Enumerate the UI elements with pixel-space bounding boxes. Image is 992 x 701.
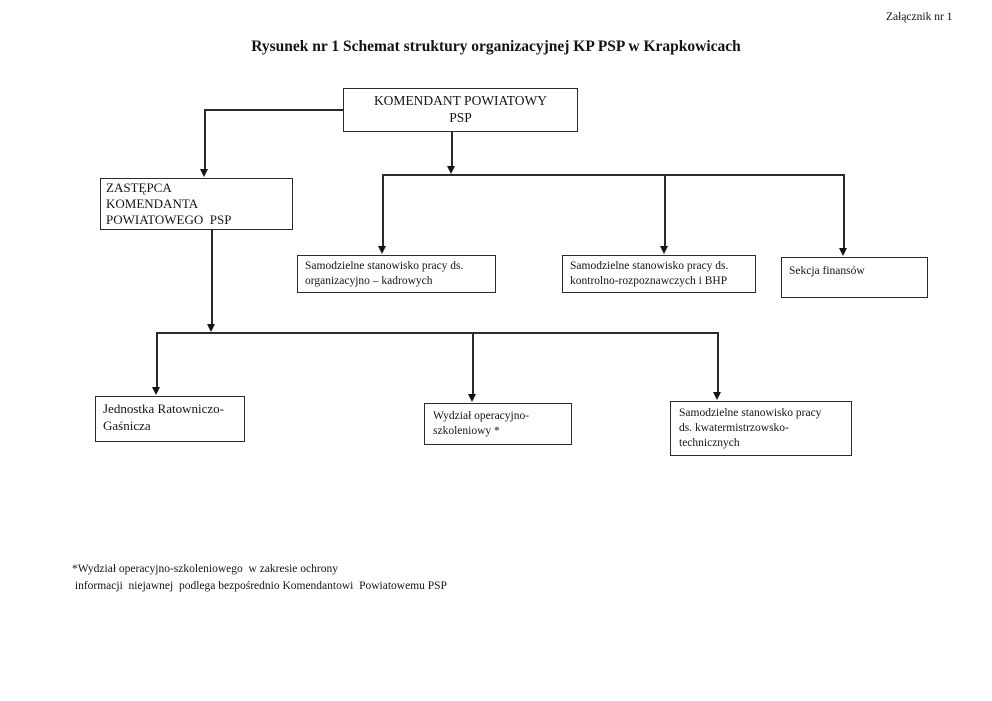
arrowhead-icon	[660, 246, 668, 254]
attachment-label: Załącznik nr 1	[886, 11, 953, 23]
arrowhead-icon	[152, 387, 160, 395]
arrowhead-icon	[200, 169, 208, 177]
org-node-stanowisko-kwatermistrzowsko-techniczne: Samodzielne stanowisko pracy ds. kwaterm…	[670, 401, 852, 456]
connector-line	[843, 174, 845, 249]
org-node-zastepca-komendanta: ZASTĘPCA KOMENDANTA POWIATOWEGO PSP	[100, 178, 293, 230]
connector-line	[451, 132, 453, 167]
arrowhead-icon	[839, 248, 847, 256]
connector-line	[211, 230, 213, 325]
arrowhead-icon	[468, 394, 476, 402]
arrowhead-icon	[207, 324, 215, 332]
org-node-komendant-powiatowy: KOMENDANT POWIATOWY PSP	[343, 88, 578, 132]
connector-line	[472, 332, 474, 395]
connector-line	[156, 332, 719, 334]
org-node-sekcja-finansow: Sekcja finansów	[781, 257, 928, 298]
org-node-jednostka-ratowniczo-gasnicza: Jednostka Ratowniczo- Gaśnicza	[95, 396, 245, 442]
connector-line	[382, 174, 845, 176]
org-node-stanowisko-kontrolno-rozpoznawcze-bhp: Samodzielne stanowisko pracy ds. kontrol…	[562, 255, 756, 293]
arrowhead-icon	[378, 246, 386, 254]
connector-line	[204, 109, 344, 111]
connector-line	[204, 109, 206, 170]
connector-line	[664, 174, 666, 247]
arrowhead-icon	[713, 392, 721, 400]
org-node-wydzial-operacyjno-szkoleniowy: Wydział operacyjno- szkoleniowy *	[424, 403, 572, 445]
arrowhead-icon	[447, 166, 455, 174]
org-node-stanowisko-organizacyjno-kadrowe: Samodzielne stanowisko pracy ds. organiz…	[297, 255, 496, 293]
connector-line	[156, 332, 158, 388]
footnote: *Wydział operacyjno-szkoleniowego w zakr…	[72, 563, 447, 592]
page-title: Rysunek nr 1 Schemat struktury organizac…	[251, 38, 741, 55]
connector-line	[717, 332, 719, 393]
connector-line	[382, 174, 384, 247]
